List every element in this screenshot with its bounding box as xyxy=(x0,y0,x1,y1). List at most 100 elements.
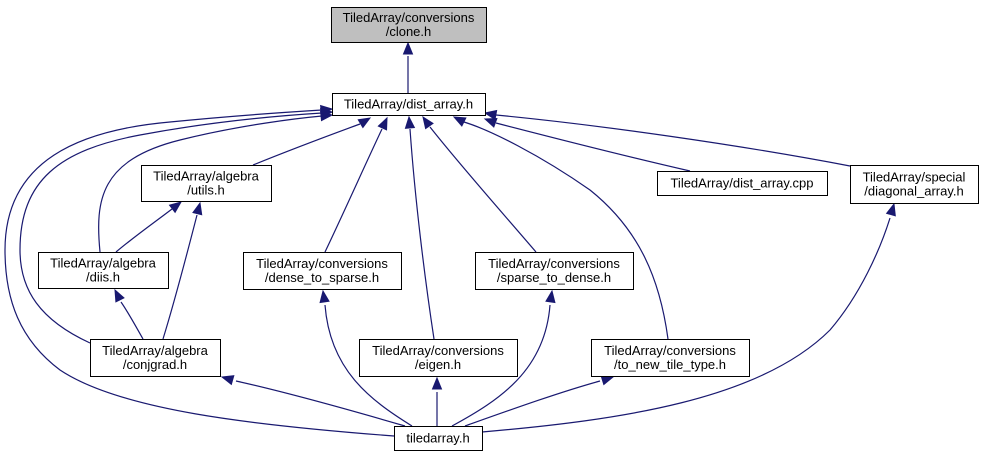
node-conjgrad[interactable]: TiledArray/algebra/conjgrad.h xyxy=(90,339,221,377)
node-box xyxy=(243,252,402,290)
arrowhead-icon xyxy=(220,375,235,386)
arrowhead-icon xyxy=(404,115,416,129)
edge-tiledarray-to-dense_to_sparse xyxy=(319,289,413,427)
edge-line xyxy=(4,109,395,437)
arrowhead-icon xyxy=(885,202,896,217)
node-label: /to_new_tile_type.h xyxy=(614,357,726,372)
arrowhead-icon xyxy=(320,104,334,116)
edge-line xyxy=(98,115,323,253)
edge-conjgrad-to-dist_array xyxy=(19,107,334,344)
node-label: TiledArray/conversions xyxy=(343,10,475,25)
node-label: TiledArray/conversions xyxy=(256,256,388,271)
arrowhead-icon xyxy=(483,109,498,121)
node-label: TiledArray/algebra xyxy=(102,343,209,358)
arrowhead-icon xyxy=(483,118,498,128)
arrowhead-icon xyxy=(319,289,330,304)
node-box xyxy=(90,339,221,377)
edge-eigen-to-dist_array xyxy=(404,115,435,340)
node-box xyxy=(657,171,828,196)
node-box xyxy=(591,339,750,377)
edge-dense_to_sparse-to-dist_array xyxy=(324,116,388,253)
node-box xyxy=(141,165,272,202)
edge-to_new_tile_type-to-dist_array xyxy=(452,116,669,340)
node-label: TiledArray/conversions xyxy=(488,256,620,271)
edge-sparse_to_dense-to-dist_array xyxy=(422,115,537,253)
edge-line xyxy=(409,128,435,340)
nodes-layer: TiledArray/conversions/clone.hTiledArray… xyxy=(38,7,979,451)
edge-tiledarray-to-sparse_to_dense xyxy=(451,289,556,427)
node-diagonal-array[interactable]: TiledArray/special/diagonal_array.h xyxy=(850,165,979,204)
node-label: /conjgrad.h xyxy=(123,357,187,372)
arrowhead-icon xyxy=(114,288,125,303)
edge-line xyxy=(495,122,691,172)
arrowhead-icon xyxy=(545,289,556,304)
arrowhead-icon xyxy=(452,116,467,127)
edge-tiledarray-to-conjgrad xyxy=(220,375,406,427)
edge-diagonal_array-to-dist_array xyxy=(483,109,851,167)
node-box xyxy=(38,252,169,289)
arrowhead-icon xyxy=(402,41,414,55)
edge-line xyxy=(464,380,601,427)
node-dist-array[interactable]: TiledArray/dist_array.h xyxy=(332,93,486,116)
edge-line xyxy=(19,112,323,344)
edge-diis-to-utils xyxy=(115,201,183,253)
edge-dist_array_cpp-to-dist_array xyxy=(483,118,691,172)
node-label: /diagonal_array.h xyxy=(864,184,964,199)
node-box xyxy=(331,7,487,43)
edge-line xyxy=(451,304,551,427)
node-box xyxy=(475,252,634,290)
node-label: TiledArray/algebra xyxy=(50,256,157,271)
node-dist-array-cpp[interactable]: TiledArray/dist_array.cpp xyxy=(657,171,828,196)
node-label: /sparse_to_dense.h xyxy=(497,270,611,285)
arrowhead-icon xyxy=(192,201,203,216)
edge-line xyxy=(463,121,669,340)
edge-line xyxy=(481,217,891,433)
edge-line xyxy=(429,126,537,253)
node-label: TiledArray/dist_array.cpp xyxy=(670,176,813,191)
arrowhead-icon xyxy=(168,201,183,214)
node-label: TiledArray/dist_array.h xyxy=(344,97,473,112)
arrowhead-icon xyxy=(357,117,372,129)
node-tiledarray[interactable]: tiledarray.h xyxy=(394,426,483,451)
node-dense-to-sparse[interactable]: TiledArray/conversions/dense_to_sparse.h xyxy=(243,252,402,290)
node-clone[interactable]: TiledArray/conversions/clone.h xyxy=(331,7,487,43)
node-label: tiledarray.h xyxy=(406,431,469,446)
edge-tiledarray-to-eigen xyxy=(431,376,443,426)
node-eigen[interactable]: TiledArray/conversions/eigen.h xyxy=(359,339,518,377)
arrowhead-icon xyxy=(377,116,388,131)
node-label: /utils.h xyxy=(187,183,225,198)
edge-tiledarray-to-diagonal_array xyxy=(481,202,896,433)
arrowhead-icon xyxy=(431,376,443,390)
edge-utils-to-dist_array xyxy=(252,117,372,166)
node-box xyxy=(359,339,518,377)
node-box xyxy=(850,165,979,204)
edge-tiledarray-to-dist_array xyxy=(4,104,395,437)
node-label: /clone.h xyxy=(386,24,432,39)
node-label: /dense_to_sparse.h xyxy=(265,270,379,285)
node-box xyxy=(394,426,483,451)
edge-line xyxy=(324,304,413,427)
node-to-new-tile-type[interactable]: TiledArray/conversions/to_new_tile_type.… xyxy=(591,339,750,377)
edges-layer xyxy=(4,41,896,437)
edge-line xyxy=(235,380,406,427)
edge-line xyxy=(120,301,144,340)
node-label: TiledArray/conversions xyxy=(604,343,736,358)
node-sparse-to-dense[interactable]: TiledArray/conversions/sparse_to_dense.h xyxy=(475,252,634,290)
arrowhead-icon xyxy=(422,115,434,130)
node-box xyxy=(332,93,486,116)
node-label: TiledArray/special xyxy=(863,170,966,185)
edge-line xyxy=(324,128,383,253)
node-label: TiledArray/conversions xyxy=(372,343,504,358)
edge-dist_array-to-clone xyxy=(402,41,414,93)
node-utils[interactable]: TiledArray/algebra/utils.h xyxy=(141,165,272,202)
node-diis[interactable]: TiledArray/algebra/diis.h xyxy=(38,252,169,289)
node-label: /eigen.h xyxy=(415,357,461,372)
edge-line xyxy=(162,214,198,340)
node-label: TiledArray/algebra xyxy=(153,169,260,184)
edge-line xyxy=(495,114,851,167)
node-label: /diis.h xyxy=(86,270,120,285)
edge-conjgrad-to-diis xyxy=(114,288,144,340)
edge-line xyxy=(252,123,361,166)
edge-tiledarray-to-to_new_tile_type xyxy=(464,375,615,427)
